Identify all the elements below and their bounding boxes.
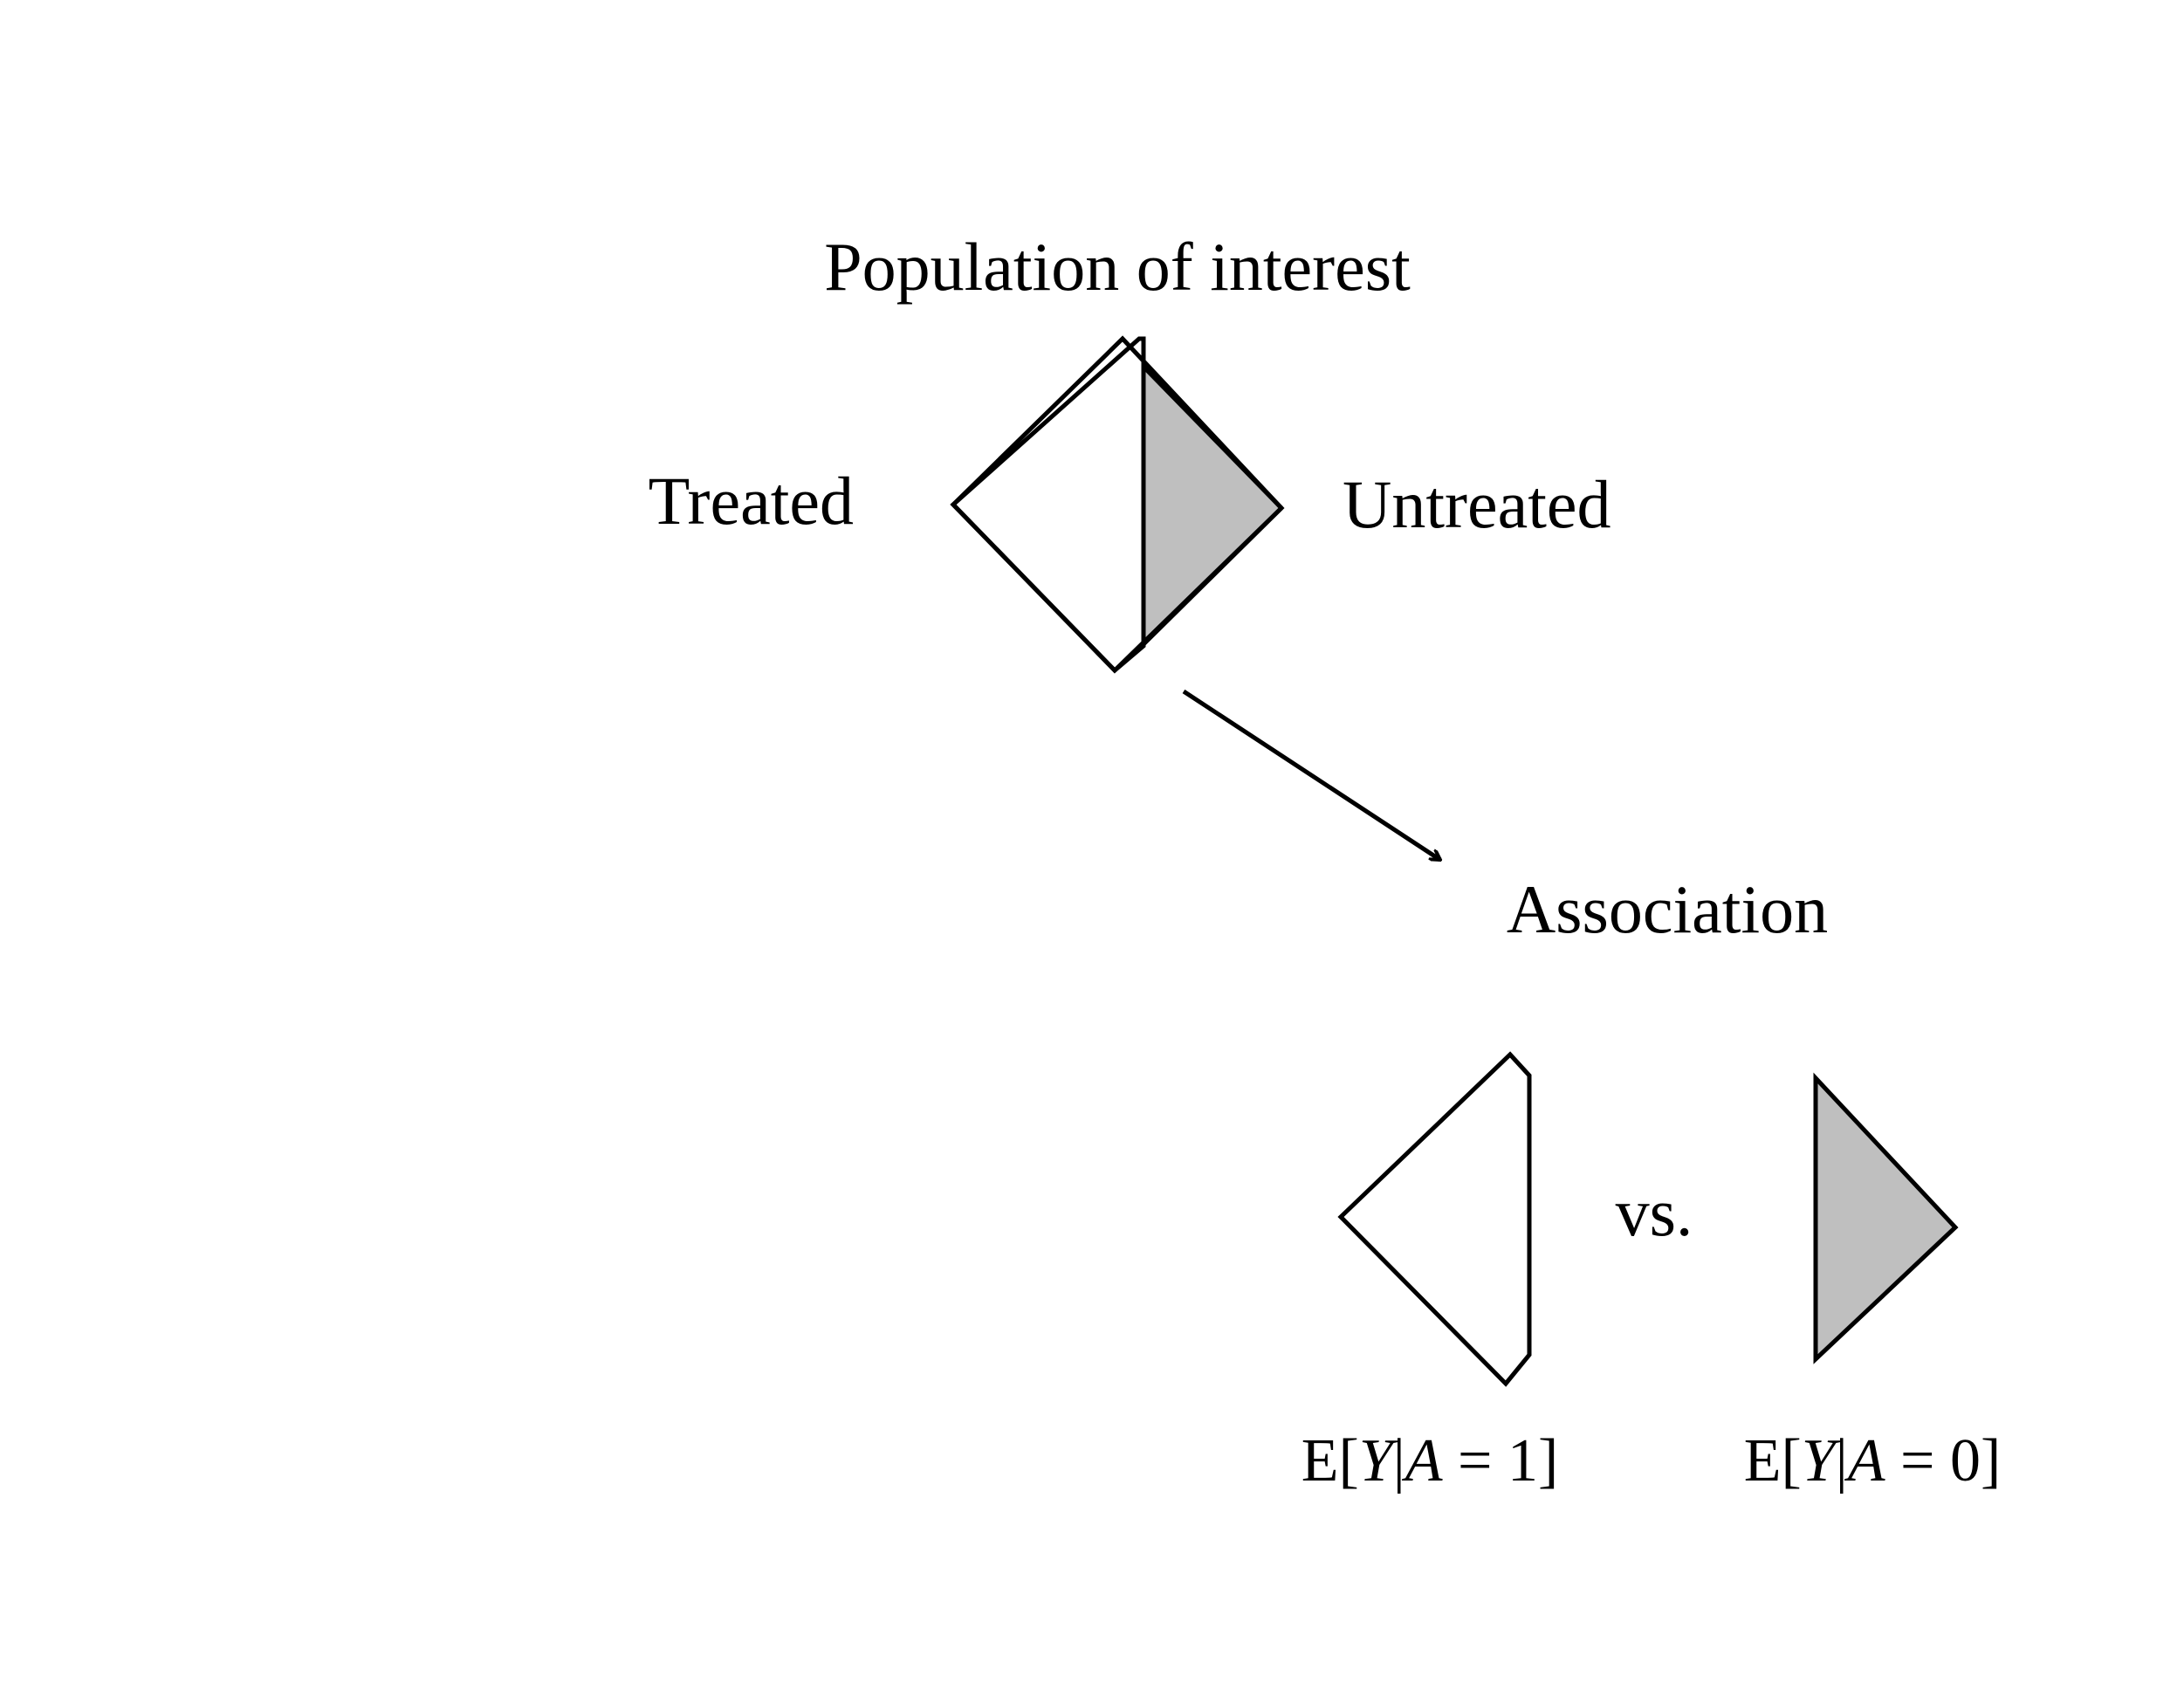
untreated-label: Untreated: [1343, 466, 1611, 542]
treated-group-shape: [1337, 1051, 1532, 1387]
arrow: [1182, 689, 1440, 860]
untreated-group-shape: [1813, 1072, 1959, 1364]
treated-expectation: E[Y|A = 1]: [1301, 1427, 1559, 1494]
untreated-half-diamond: [1141, 361, 1285, 649]
treated-label: Treated: [649, 463, 854, 539]
population-title: Population of interest: [824, 229, 1411, 305]
treated-half-diamond: [950, 336, 1146, 674]
population-diamond-outline: [950, 335, 1283, 674]
untreated-expectation: E[Y|A = 0]: [1744, 1427, 2002, 1494]
association-label: Association: [1507, 871, 1828, 947]
vs-label: vs.: [1616, 1174, 1693, 1250]
